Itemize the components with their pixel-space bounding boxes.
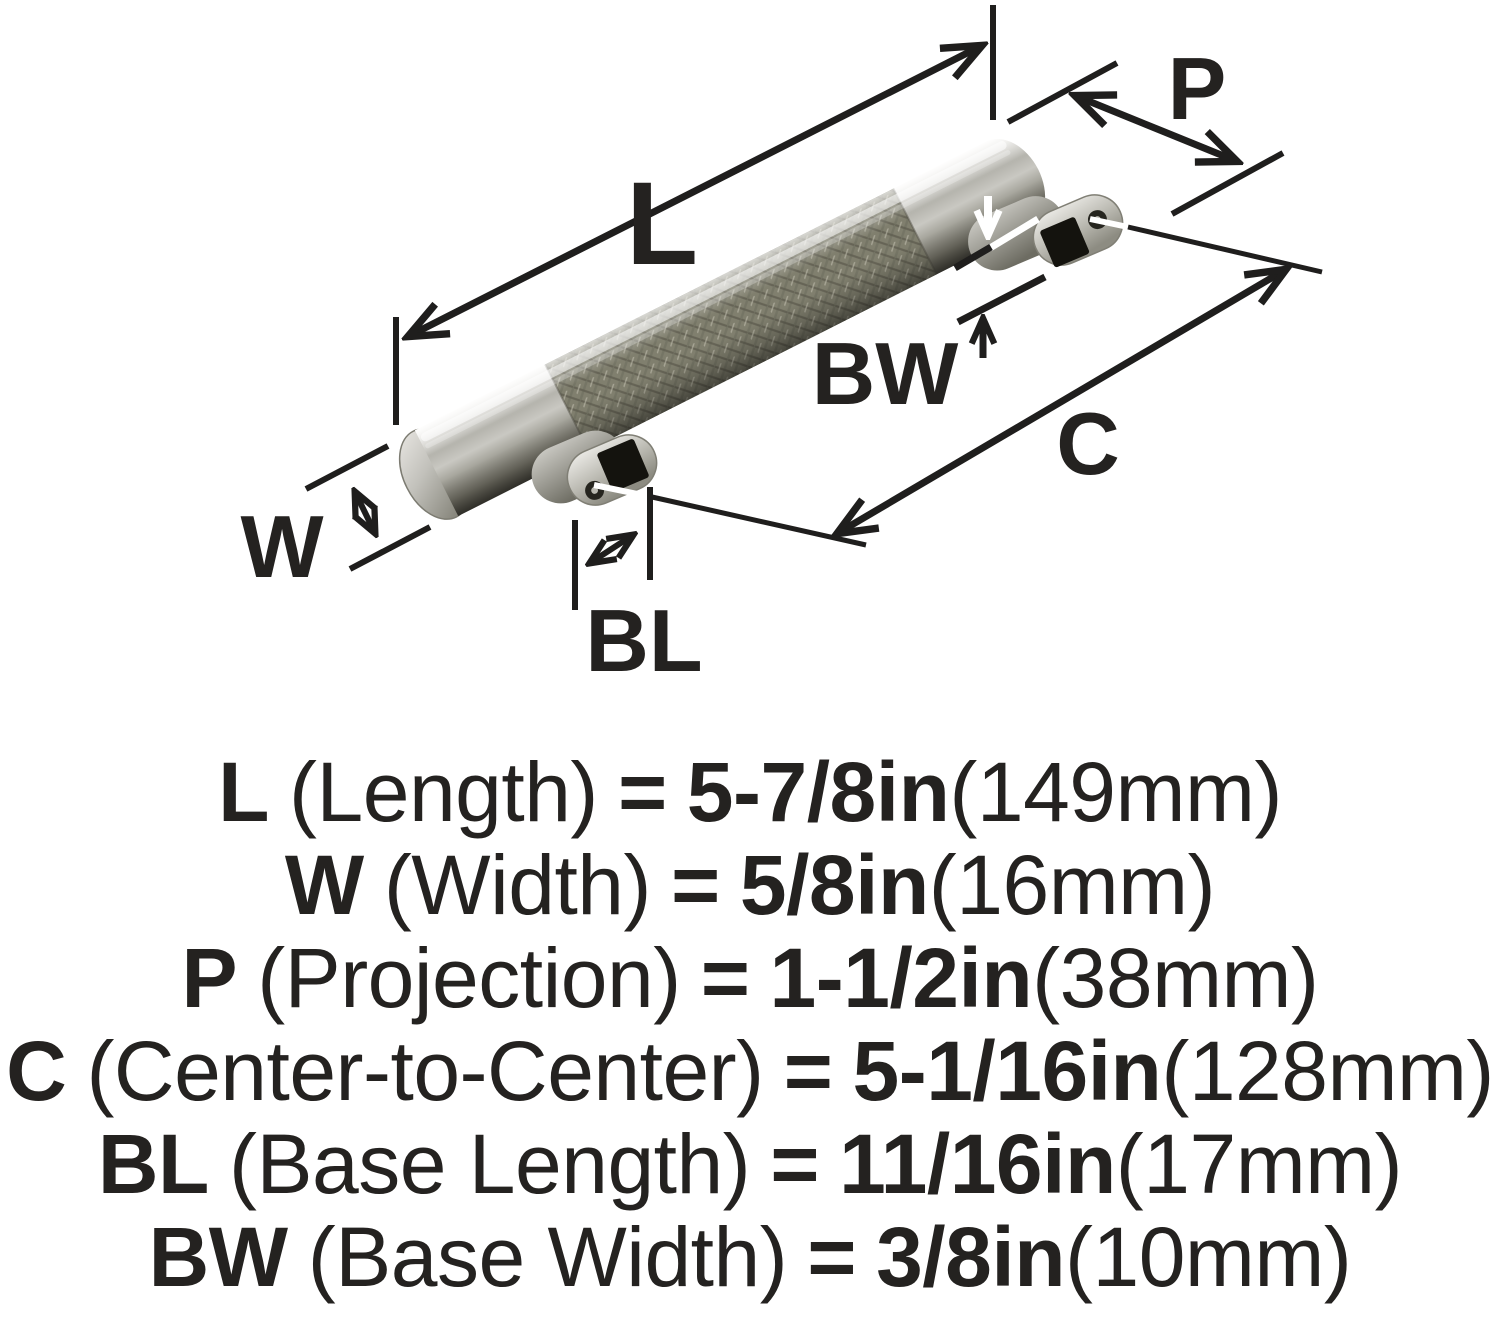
dimension-p: P: [1006, 39, 1285, 217]
bw-witness-lower: [956, 273, 1047, 326]
dimension-metric: (128mm): [1161, 1024, 1494, 1118]
dimension-row-base-length: BL(Base Length)=11/16in(17mm): [0, 1118, 1500, 1211]
l-dimension-label: L: [626, 158, 698, 290]
handle-illustration: [398, 139, 1124, 520]
dimension-symbol: BW: [148, 1210, 288, 1304]
dimension-bw: BW: [812, 196, 1047, 423]
centerlines: [593, 216, 1323, 548]
dimension-w: W: [240, 443, 432, 596]
left-centerline-white: [593, 482, 653, 500]
bw-dimension-label: BW: [812, 324, 959, 423]
dimension-value: 5-7/8in: [686, 745, 950, 839]
dimension-metric: (149mm): [949, 745, 1282, 839]
dimension-row-base-width: BW(Base Width)=3/8in(10mm): [0, 1211, 1500, 1304]
right-square-hole: [1040, 217, 1090, 268]
bl-dimension-label: BL: [585, 591, 702, 690]
dimension-value: 5-1/16in: [852, 1024, 1162, 1118]
equals-sign: =: [783, 1024, 833, 1118]
dimension-value: 11/16in: [839, 1117, 1116, 1211]
handle-dimension-diagram: L P C: [240, 5, 1323, 690]
right-centerline: [1127, 224, 1323, 275]
dimension-name: (Width): [383, 838, 652, 932]
dimension-row-width: W(Width)=5/8in(16mm): [0, 839, 1500, 932]
dimension-value: 5/8in: [739, 838, 929, 932]
dimension-value: 3/8in: [876, 1210, 1066, 1304]
w-dimension-label: W: [240, 497, 323, 596]
dimension-symbol: BL: [97, 1117, 209, 1211]
p-witness-left: [1006, 60, 1119, 125]
dimension-bl: BL: [572, 487, 703, 690]
dimension-metric: (17mm): [1115, 1117, 1403, 1211]
dimension-row-projection: P(Projection)=1-1/2in(38mm): [0, 932, 1500, 1025]
left-centerline: [651, 494, 867, 548]
dimension-name: (Base Length): [229, 1117, 751, 1211]
equals-sign: =: [770, 1117, 819, 1211]
dimension-symbol: L: [218, 745, 269, 839]
w-witness-lower: [348, 524, 432, 572]
p-witness-right: [1170, 150, 1285, 217]
equals-sign: =: [807, 1210, 856, 1304]
dimension-name: (Length): [289, 745, 598, 839]
w-dimension-arrow: [355, 492, 375, 533]
handle-bar: [398, 139, 1046, 520]
bw-witness-upper: [953, 243, 993, 272]
bl-dimension-arrow: [590, 535, 633, 563]
dimension-spec-list: L(Length)=5-7/8in(149mm) W(Width)=5/8in(…: [0, 740, 1500, 1304]
dimension-l: L: [393, 5, 996, 425]
dimension-value: 1-1/2in: [769, 931, 1033, 1025]
w-witness-upper: [304, 443, 390, 492]
dimension-symbol: C: [6, 1024, 67, 1118]
dimension-metric: (16mm): [928, 838, 1216, 932]
dimension-row-length: L(Length)=5-7/8in(149mm): [0, 746, 1500, 839]
dimension-name: (Base Width): [307, 1210, 788, 1304]
dimension-row-center-to-center: C(Center-to-Center)=5-1/16in(128mm): [0, 1025, 1500, 1118]
equals-sign: =: [700, 931, 750, 1025]
dimension-metric: (10mm): [1065, 1210, 1352, 1304]
left-square-hole: [597, 439, 649, 492]
dimension-c: C: [838, 270, 1285, 533]
equals-sign: =: [671, 838, 720, 932]
dimension-name: (Center-to-Center): [86, 1024, 764, 1118]
dimension-name: (Projection): [257, 931, 681, 1025]
p-dimension-line: [1076, 96, 1236, 161]
p-dimension-label: P: [1168, 39, 1227, 138]
dimension-symbol: P: [181, 931, 238, 1025]
dimension-symbol: W: [284, 838, 364, 932]
c-dimension-line: [838, 270, 1285, 533]
equals-sign: =: [618, 745, 667, 839]
bw-witness-upper-white: [988, 216, 1040, 251]
l-dimension-line: [409, 46, 981, 336]
c-dimension-label: C: [1056, 394, 1120, 493]
dimension-metric: (38mm): [1032, 931, 1319, 1025]
right-centerline-white: [1089, 216, 1129, 230]
